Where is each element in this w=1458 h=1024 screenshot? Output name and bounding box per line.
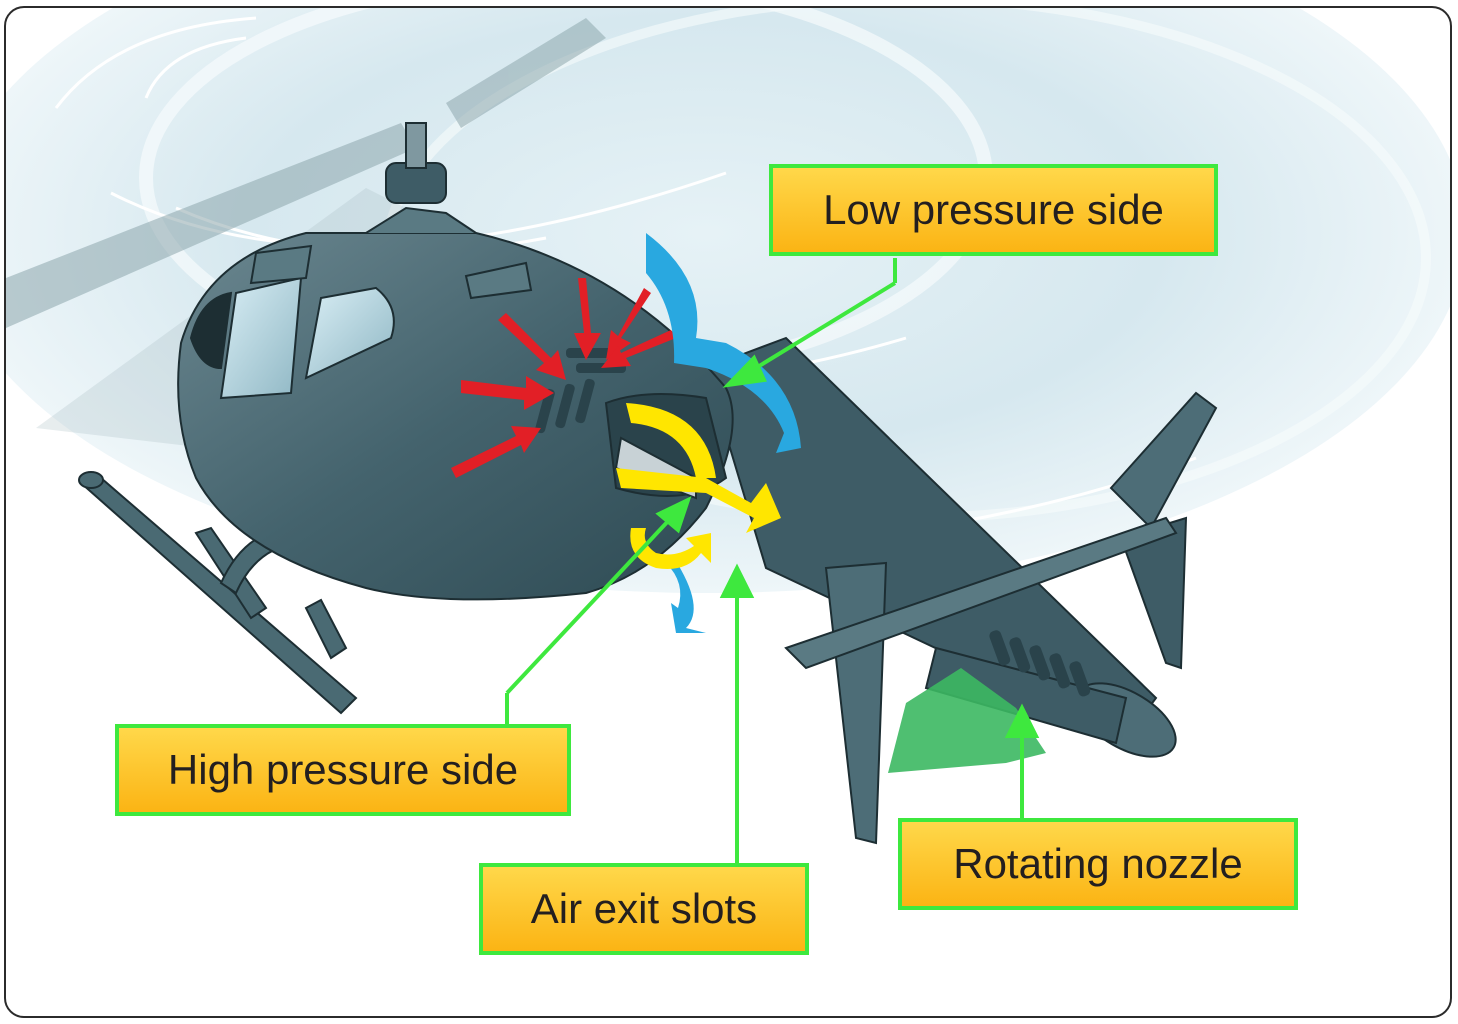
high-pressure-side-label: High pressure side xyxy=(115,724,571,816)
nozzle-slots xyxy=(989,630,1091,697)
rotating-nozzle-label: Rotating nozzle xyxy=(898,818,1298,910)
low-pressure-flow xyxy=(646,233,801,633)
cockpit-windows xyxy=(189,244,395,400)
tail-boom xyxy=(704,336,1218,845)
helicopter-illustration xyxy=(6,8,1450,868)
diagram-frame: Low pressure side High pressure side Air… xyxy=(4,6,1452,1018)
internal-airflow xyxy=(616,403,781,569)
high-pressure-arrows xyxy=(451,278,676,478)
air-exit-slots-label: Air exit slots xyxy=(479,863,809,955)
leader-lines xyxy=(505,258,1040,868)
nozzle-thrust-arrow xyxy=(888,668,1046,773)
low-pressure-side-label: Low pressure side xyxy=(769,164,1218,256)
